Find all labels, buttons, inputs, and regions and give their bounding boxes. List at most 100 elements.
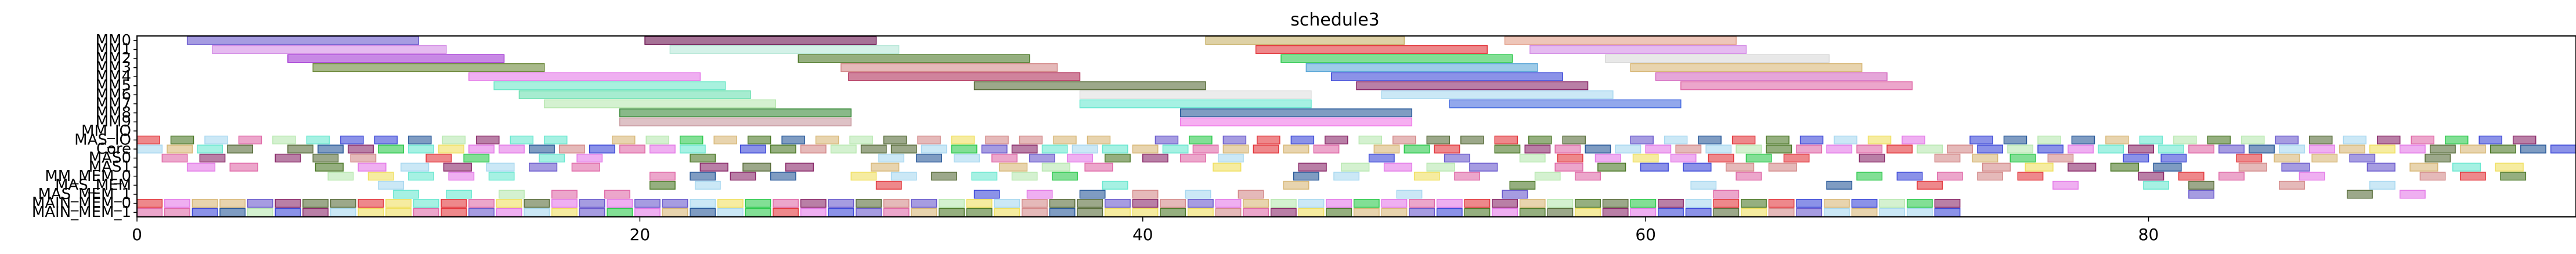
task-bar xyxy=(1222,135,1247,144)
task-bar xyxy=(579,199,605,208)
task-bar xyxy=(1132,190,1159,199)
task-bar xyxy=(1215,208,1242,217)
task-bar xyxy=(1602,208,1629,217)
task-bar xyxy=(1180,117,1413,126)
task-bar xyxy=(2275,135,2299,144)
task-bar xyxy=(2188,190,2214,199)
task-bar xyxy=(713,135,737,144)
task-bar xyxy=(1630,135,1654,144)
task-bar xyxy=(2236,154,2263,163)
task-bar xyxy=(1102,180,1128,190)
task-bar xyxy=(1396,190,1423,199)
task-bar xyxy=(1383,162,1413,172)
task-bar xyxy=(1917,144,1943,154)
task-bar xyxy=(358,208,384,217)
task-bar xyxy=(247,199,273,208)
task-bar xyxy=(1325,135,1348,144)
y-tick-label: MM2 xyxy=(96,50,131,67)
task-bar xyxy=(1934,208,1961,217)
task-bar xyxy=(1575,208,1601,217)
task-bar xyxy=(2139,135,2163,144)
task-bar xyxy=(1557,154,1583,163)
x-tick-label: 40 xyxy=(1132,225,1153,244)
task-bar xyxy=(378,180,404,190)
task-bar xyxy=(385,199,412,208)
task-bar xyxy=(690,199,716,208)
task-bar xyxy=(358,162,387,172)
y-tick-label: MM7 xyxy=(96,95,131,113)
task-bar xyxy=(1969,135,1993,144)
task-bar xyxy=(1011,144,1038,154)
task-bar xyxy=(529,144,555,154)
task-bar xyxy=(1519,208,1546,217)
task-bar xyxy=(840,63,1058,72)
task-bar xyxy=(1049,208,1076,217)
task-bar xyxy=(1708,154,1734,163)
task-bar xyxy=(1823,208,1850,217)
task-bar xyxy=(1079,90,1312,99)
task-bar xyxy=(2037,135,2061,144)
task-bar xyxy=(773,208,799,217)
task-bar xyxy=(1605,54,1830,63)
task-bar xyxy=(1906,208,1933,217)
task-bar xyxy=(1630,199,1657,208)
task-bar xyxy=(340,135,364,144)
task-bar xyxy=(136,199,163,208)
task-bar xyxy=(2160,154,2187,163)
task-bar xyxy=(2400,144,2426,154)
task-bar xyxy=(551,208,578,217)
y-tick-label: MM6 xyxy=(96,86,131,103)
task-bar xyxy=(1982,162,2011,172)
task-bar xyxy=(571,162,600,172)
task-bar xyxy=(860,144,887,154)
task-bar xyxy=(1529,45,1747,54)
task-bar xyxy=(1368,154,1395,163)
task-bar xyxy=(1492,208,1518,217)
task-bar xyxy=(770,144,796,154)
task-bar xyxy=(634,199,661,208)
task-bar xyxy=(951,135,975,144)
task-bar xyxy=(496,199,522,208)
task-bar xyxy=(312,154,339,163)
task-bar xyxy=(1917,180,1943,190)
task-bar xyxy=(994,208,1020,217)
task-bar xyxy=(488,172,515,181)
task-bar xyxy=(576,154,603,163)
task-bar xyxy=(742,162,771,172)
task-bar xyxy=(367,172,394,181)
task-bar xyxy=(1640,162,1669,172)
task-bar xyxy=(607,199,633,208)
task-bar xyxy=(408,172,434,181)
task-bar xyxy=(1280,54,1513,63)
task-bar xyxy=(1768,208,1795,217)
y-tick-label: Core xyxy=(96,140,131,158)
task-bar xyxy=(916,154,942,163)
task-bar xyxy=(1381,199,1408,208)
task-bar xyxy=(539,154,565,163)
task-bar xyxy=(2377,135,2401,144)
task-bar xyxy=(136,208,163,217)
task-bar xyxy=(649,172,676,181)
task-bar xyxy=(358,199,384,208)
y-tick-label: MAS1 xyxy=(89,158,131,176)
task-bar xyxy=(306,135,330,144)
task-bar xyxy=(1283,144,1309,154)
task-bar xyxy=(1217,154,1244,163)
task-bar xyxy=(1713,208,1740,217)
task-bar xyxy=(994,199,1020,208)
task-bar xyxy=(1426,135,1451,144)
task-bar xyxy=(2444,135,2469,144)
task-bar xyxy=(2017,172,2044,181)
task-bar xyxy=(981,144,1008,154)
task-bar xyxy=(2311,154,2338,163)
task-bar xyxy=(619,117,852,126)
task-bar xyxy=(2279,144,2305,154)
task-bar xyxy=(1977,172,2004,181)
task-bar xyxy=(1293,172,1319,181)
task-bar xyxy=(2409,162,2438,172)
task-bar xyxy=(1077,199,1103,208)
task-bar xyxy=(1270,208,1297,217)
task-bar xyxy=(219,199,246,208)
task-bar xyxy=(1436,208,1463,217)
y-tick-label: MM5 xyxy=(96,77,131,95)
